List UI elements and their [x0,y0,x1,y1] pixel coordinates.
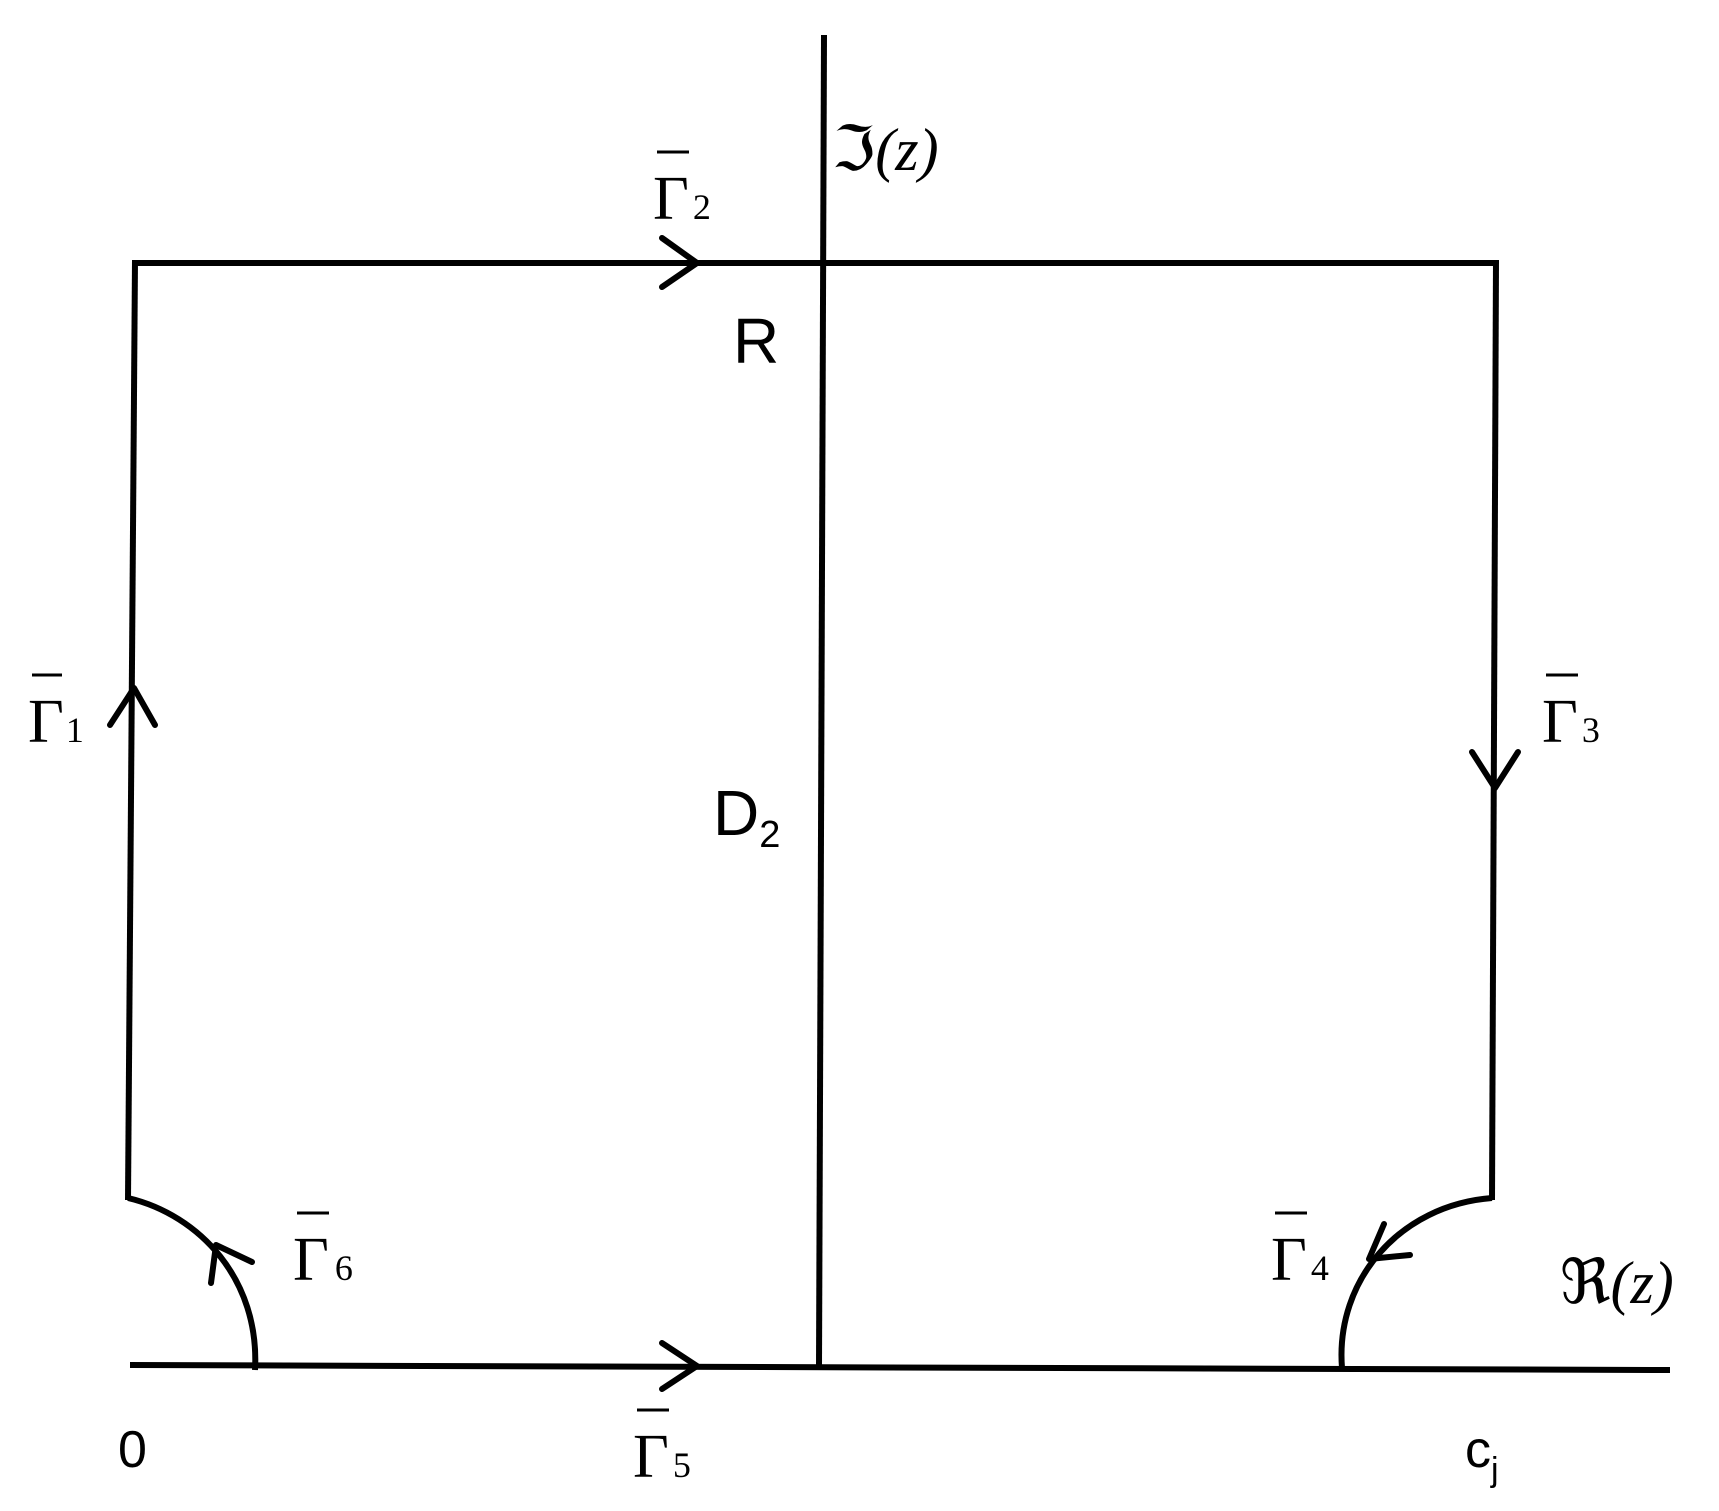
gamma-5-arrow [659,1340,700,1392]
gamma-2-arrow [659,235,700,290]
real-axis [129,1362,1671,1373]
contour-gamma-1 [125,259,138,1201]
contour-gamma-4 [1338,1195,1493,1369]
gamma-1-arrow [107,685,158,728]
gamma-1-label: Γ1 [28,688,84,756]
imaginary-axis [816,34,827,1368]
radius-label: R [733,305,779,377]
origin-label: 0 [118,1421,147,1479]
gamma-4-arrow [1366,1221,1413,1262]
contour-gamma-3 [1489,259,1499,1201]
contour-gamma-6 [127,1195,259,1371]
gamma-3-arrow [1469,749,1521,791]
cj-label: cj [1465,1421,1499,1489]
real-axis-label: ℜ(z) [1560,1249,1674,1317]
region-d2-label: D2 [713,777,780,856]
gamma-6-arrow [208,1242,255,1286]
imaginary-axis-label: ℑ(z) [832,116,939,184]
